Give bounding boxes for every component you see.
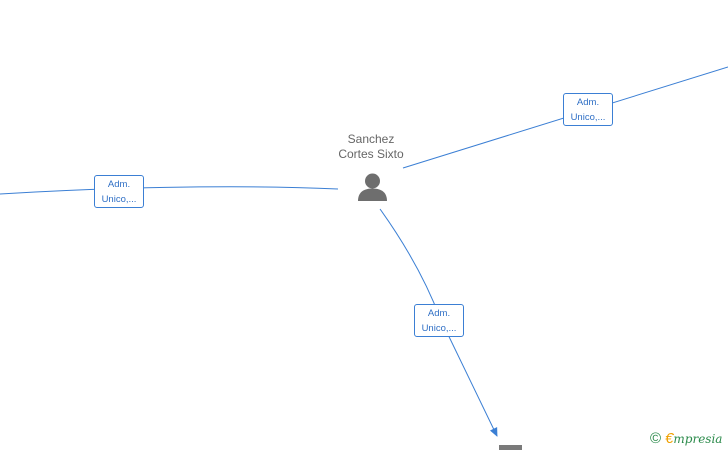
- relation-role-detail: Unico,...: [570, 112, 606, 123]
- edge-left: [0, 186, 339, 195]
- person-name-line2: Cortes Sixto: [338, 147, 404, 161]
- relation-role: Adm.: [107, 179, 131, 190]
- relation-label-left[interactable]: Adm. Unico,...: [94, 175, 144, 208]
- copyright-icon: ©: [650, 430, 662, 447]
- relation-label-upper-right[interactable]: Adm. Unico,...: [563, 93, 613, 126]
- relation-role: Adm.: [576, 97, 600, 108]
- empresia-logo-initial: €: [665, 430, 674, 447]
- relation-role-detail: Unico,...: [101, 194, 137, 205]
- relation-role: Adm.: [427, 308, 451, 319]
- company-node-icon[interactable]: [499, 445, 522, 450]
- person-name-line1: Sanchez: [347, 132, 395, 146]
- empresia-watermark: ©€mpresia: [650, 430, 722, 447]
- person-icon[interactable]: [357, 172, 388, 202]
- person-name[interactable]: Sanchez Cortes Sixto: [321, 132, 421, 162]
- relation-label-lower[interactable]: Adm. Unico,...: [414, 304, 464, 337]
- empresia-logo-text: mpresia: [673, 432, 723, 446]
- relation-role-detail: Unico,...: [421, 323, 457, 334]
